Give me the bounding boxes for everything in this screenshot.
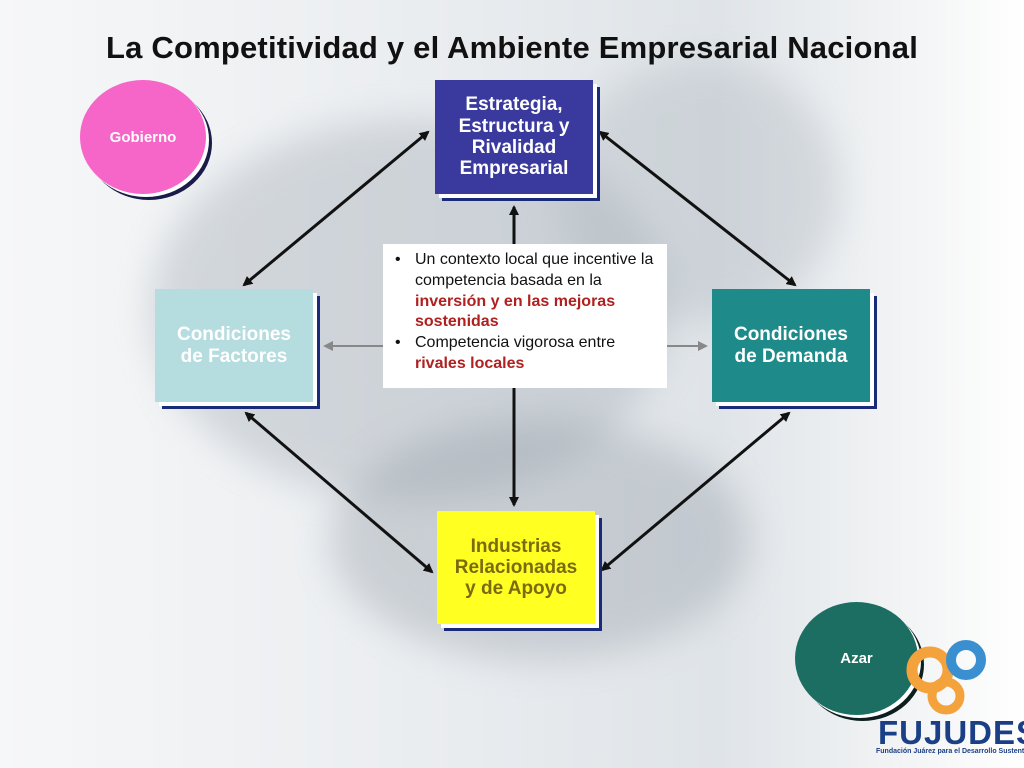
strategy-line: Empresarial bbox=[459, 158, 569, 180]
fujudes-logo-icon bbox=[906, 640, 986, 715]
bullet-emphasis: inversión y en las mejoras sostenidas bbox=[415, 292, 616, 331]
arrow-factors-industries bbox=[244, 411, 434, 574]
strategy-line: Estructura y bbox=[458, 115, 570, 137]
arrow-factors-strategy bbox=[242, 130, 430, 287]
arrow-demand-industries bbox=[600, 411, 791, 572]
arrow-strategy-demand bbox=[598, 130, 797, 287]
demand-line: de Demanda bbox=[734, 345, 848, 367]
factors-line: de Factores bbox=[180, 345, 288, 367]
industries-line: y de Apoyo bbox=[465, 578, 567, 600]
industries-line: Relacionadas bbox=[454, 556, 578, 578]
page-title: La Competitividad y el Ambiente Empresar… bbox=[105, 30, 919, 65]
industries-line: Industrias bbox=[470, 535, 562, 557]
bullet-text: Un contexto local que incentive la compe… bbox=[415, 251, 654, 289]
gobierno-label: Gobierno bbox=[109, 128, 177, 146]
context-bullet: Competencia vigorosa entre rivales local… bbox=[393, 333, 659, 375]
bullet-text: Competencia vigorosa entre bbox=[415, 334, 616, 352]
gobierno-circle: Gobierno bbox=[80, 80, 206, 194]
factors-box: Condiciones de Factores bbox=[155, 289, 313, 402]
logo-tagline: Fundación Juárez para el Desarrollo Sust… bbox=[876, 748, 1024, 755]
azar-circle: Azar bbox=[795, 602, 918, 715]
strategy-box: Estrategia, Estructura y Rivalidad Empre… bbox=[435, 80, 593, 194]
bullet-emphasis: rivales locales bbox=[415, 354, 525, 372]
factors-line: Condiciones bbox=[176, 324, 291, 346]
logo-wordmark: FUJUDES bbox=[878, 714, 1024, 751]
industries-box: Industrias Relacionadas y de Apoyo bbox=[437, 511, 595, 624]
strategy-line: Estrategia, bbox=[465, 94, 563, 116]
context-bullet: Un contexto local que incentive la compe… bbox=[393, 250, 659, 333]
azar-label: Azar bbox=[840, 650, 873, 667]
strategy-line: Rivalidad bbox=[471, 137, 557, 158]
context-textbox: Un contexto local que incentive la compe… bbox=[383, 244, 667, 388]
demand-box: Condiciones de Demanda bbox=[712, 289, 870, 402]
demand-line: Condiciones bbox=[733, 324, 848, 346]
